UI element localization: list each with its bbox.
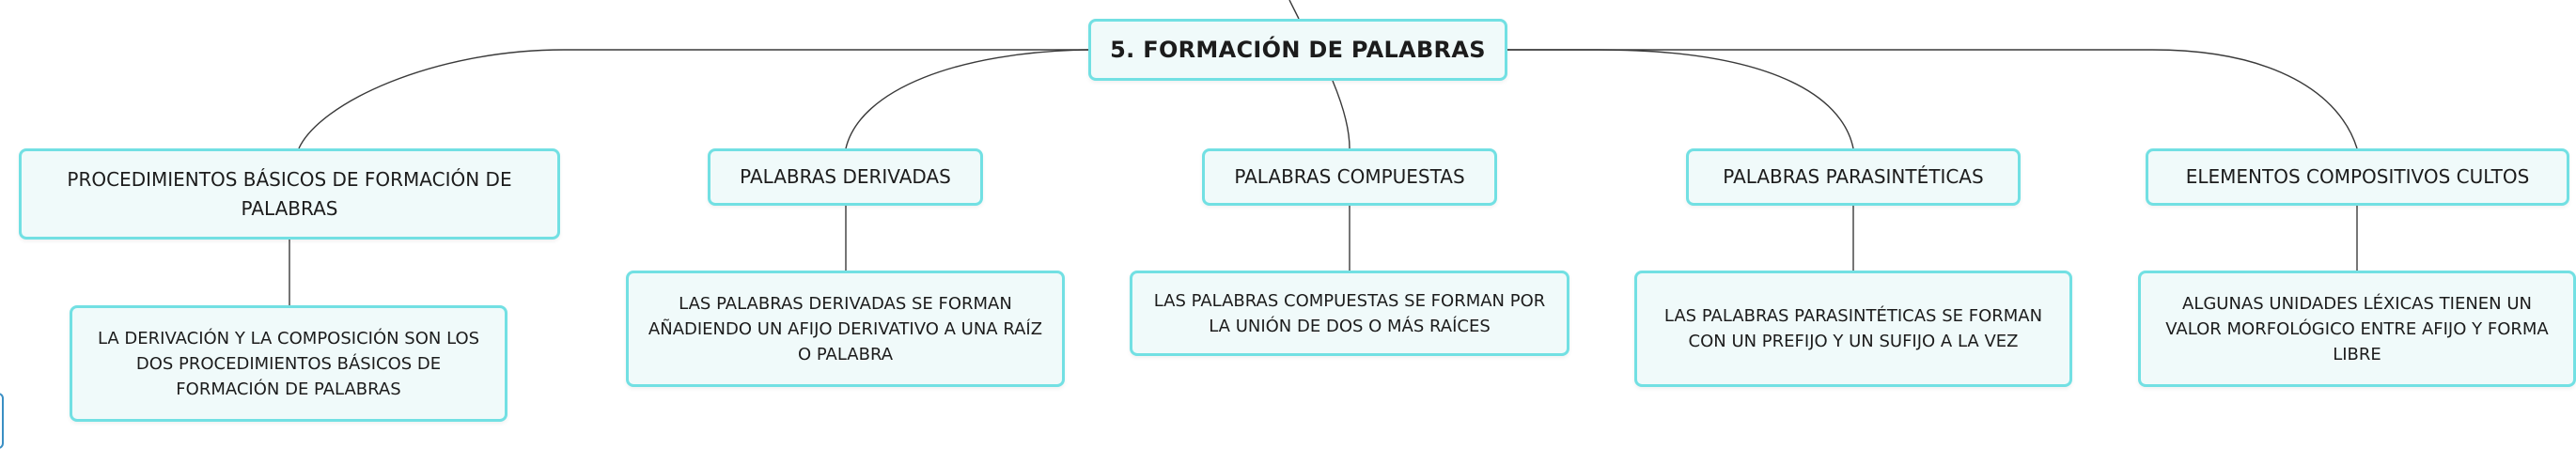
detail-node-parasinteticas[interactable]: LAS PALABRAS PARASINTÉTICAS SE FORMAN CO…: [1634, 271, 2072, 387]
connector-layer: [289, 0, 2358, 305]
edge-root-to-branch-1: [298, 49, 1088, 149]
branch-label: PROCEDIMIENTOS BÁSICOS DE FORMACIÓN DE P…: [67, 167, 512, 220]
root-label: 5. FORMACIÓN DE PALABRAS: [1110, 37, 1486, 63]
offscreen-node-fragment: [0, 393, 4, 449]
detail-text: LAS PALABRAS PARASINTÉTICAS SE FORMAN CO…: [1663, 306, 2043, 351]
edge-root-to-branch-4: [1507, 49, 1854, 149]
edge-root-to-branch-3: [1332, 80, 1350, 149]
branch-label: PALABRAS DERIVADAS: [740, 165, 951, 188]
detail-node-compositivos[interactable]: ALGUNAS UNIDADES LÉXICAS TIENEN UN VALOR…: [2138, 271, 2576, 387]
branch-label: PALABRAS COMPUESTAS: [1234, 165, 1465, 188]
branch-node-compositivos[interactable]: ELEMENTOS COMPOSITIVOS CULTOS: [2146, 148, 2569, 206]
edge-root-to-branch-5: [1507, 49, 2358, 149]
detail-text: LAS PALABRAS COMPUESTAS SE FORMAN POR LA…: [1153, 290, 1546, 336]
detail-text: LA DERIVACIÓN Y LA COMPOSICIÓN SON LOS D…: [97, 328, 480, 399]
branch-node-parasinteticas[interactable]: PALABRAS PARASINTÉTICAS: [1686, 148, 2021, 206]
detail-node-procedimientos[interactable]: LA DERIVACIÓN Y LA COMPOSICIÓN SON LOS D…: [70, 305, 507, 422]
branch-label: ELEMENTOS COMPOSITIVOS CULTOS: [2185, 165, 2530, 188]
branch-node-compuestas[interactable]: PALABRAS COMPUESTAS: [1202, 148, 1497, 206]
edge-root-to-branch-2: [845, 49, 1089, 149]
edge-incoming-root: [1288, 0, 1300, 20]
branch-node-procedimientos[interactable]: PROCEDIMIENTOS BÁSICOS DE FORMACIÓN DE P…: [19, 148, 560, 240]
root-node[interactable]: 5. FORMACIÓN DE PALABRAS: [1088, 19, 1507, 81]
detail-node-compuestas[interactable]: LAS PALABRAS COMPUESTAS SE FORMAN POR LA…: [1130, 271, 1569, 356]
branch-label: PALABRAS PARASINTÉTICAS: [1723, 165, 1984, 188]
detail-text: ALGUNAS UNIDADES LÉXICAS TIENEN UN VALOR…: [2165, 293, 2549, 364]
branch-node-derivadas[interactable]: PALABRAS DERIVADAS: [708, 148, 983, 206]
detail-node-derivadas[interactable]: LAS PALABRAS DERIVADAS SE FORMAN AÑADIEN…: [626, 271, 1065, 387]
detail-text: LAS PALABRAS DERIVADAS SE FORMAN AÑADIEN…: [648, 293, 1043, 364]
